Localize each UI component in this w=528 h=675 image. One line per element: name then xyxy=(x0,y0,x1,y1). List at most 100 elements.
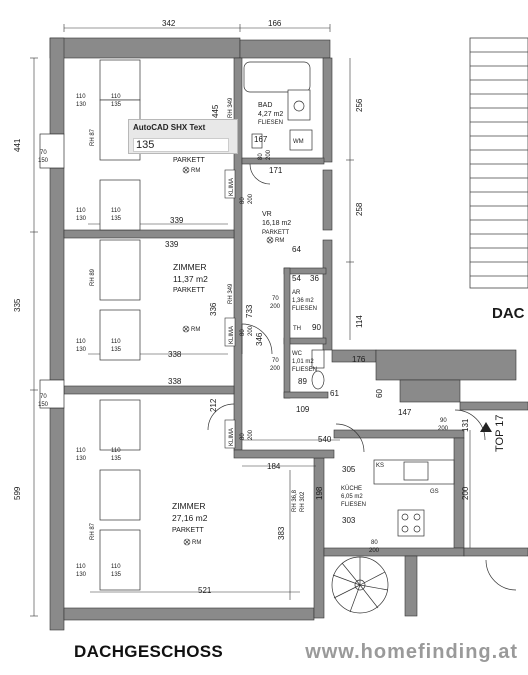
rh-368: RH 36,8 xyxy=(292,489,298,512)
door-200-4: 200 xyxy=(270,366,281,372)
dim-200: 200 xyxy=(461,486,470,500)
win-135-1: 135 xyxy=(111,102,122,108)
room-kueche-name: KÜCHE xyxy=(341,485,362,492)
win-135-3: 135 xyxy=(111,347,122,353)
fixture-ks: KS xyxy=(376,463,384,469)
win-110-3: 110 xyxy=(76,208,86,214)
door-200-6: 200 xyxy=(248,429,254,440)
dim-89: 89 xyxy=(298,377,307,386)
klima-units xyxy=(224,169,236,449)
door-80-4: 80 xyxy=(240,433,246,440)
room-zimmer2-floor: PARKETT xyxy=(173,287,205,294)
dim-64: 64 xyxy=(292,245,301,254)
dim-599: 599 xyxy=(13,486,22,500)
win-150-1: 150 xyxy=(38,158,49,164)
dim-733: 733 xyxy=(245,304,254,318)
win-130-5: 130 xyxy=(76,572,87,578)
dim-36: 36 xyxy=(310,274,319,283)
door-80-2: 80 xyxy=(240,197,246,204)
rh-87-b: RH 87 xyxy=(90,522,96,540)
door-80-5: 80 xyxy=(371,540,378,546)
door-70-2: 70 xyxy=(272,358,279,364)
win-135-5: 135 xyxy=(111,572,122,578)
win-70-2: 70 xyxy=(40,394,47,400)
spiral-stair xyxy=(331,556,389,614)
dim-198: 198 xyxy=(315,486,324,500)
dim-60: 60 xyxy=(375,389,384,398)
dim-167: 167 xyxy=(254,135,268,144)
rh-349-b: RH 349 xyxy=(228,283,234,304)
win-110-5: 110 xyxy=(76,339,86,345)
room-ar-area: 1,36 m2 xyxy=(292,298,314,304)
dim-114: 114 xyxy=(355,315,364,328)
dim-61: 61 xyxy=(330,389,339,398)
label-top: TOP 17 xyxy=(494,414,506,452)
room-zimmer1-floor: PARKETT xyxy=(173,157,205,164)
doors xyxy=(207,163,517,591)
dim-54: 54 xyxy=(292,274,301,283)
tooltip-value: 135 xyxy=(133,138,229,152)
dim-441: 441 xyxy=(13,138,22,152)
klima-label-2: KLIMA xyxy=(229,326,235,344)
win-110-8: 110 xyxy=(111,448,121,454)
dim-338b: 338 xyxy=(168,377,182,386)
tooltip-title: AutoCAD SHX Text xyxy=(133,123,206,132)
win-135-4: 135 xyxy=(111,456,122,462)
rh-302: RH 302 xyxy=(300,491,306,512)
dim-339a: 339 xyxy=(170,216,184,225)
win-110-10: 110 xyxy=(111,564,121,570)
room-zimmer2-area: 11,37 m2 xyxy=(173,274,208,284)
wc-fixture xyxy=(311,349,325,390)
dim-338a: 338 xyxy=(168,350,182,359)
door-200-2: 200 xyxy=(248,193,254,204)
room-zimmer3-floor: PARKETT xyxy=(172,527,204,534)
dim-109: 109 xyxy=(296,405,310,414)
door-80-1: 80 xyxy=(258,153,264,160)
win-130-4: 130 xyxy=(76,456,87,462)
dim-176: 176 xyxy=(352,355,366,364)
klima-label-3: KLIMA xyxy=(229,428,235,446)
floor-name: DACHGESCHOSS xyxy=(74,642,224,661)
room-wc-area: 1,01 m2 xyxy=(292,359,314,365)
dim-131: 131 xyxy=(461,418,470,432)
dim-258: 258 xyxy=(355,202,364,216)
win-130-2: 130 xyxy=(76,216,87,222)
room-zimmer2-name: ZIMMER xyxy=(173,262,207,272)
win-110-1: 110 xyxy=(76,94,86,100)
dim-305: 305 xyxy=(342,465,356,474)
dim-147: 147 xyxy=(398,408,412,417)
room-vr-floor: PARKETT xyxy=(262,230,290,236)
room-bad-area: 4,27 m2 xyxy=(258,111,283,118)
dim-540: 540 xyxy=(318,435,332,444)
win-135-2: 135 xyxy=(111,216,122,222)
win-110-4: 110 xyxy=(111,208,121,214)
room-zimmer3-name: ZIMMER xyxy=(172,501,206,511)
room-bad-name: BAD xyxy=(258,102,272,109)
bath-fixtures xyxy=(243,61,313,151)
room-vr-name: VR xyxy=(262,211,272,218)
room-zimmer3-area: 27,16 m2 xyxy=(172,513,208,523)
win-150-2: 150 xyxy=(38,402,49,408)
fixture-gs: GS xyxy=(430,489,439,495)
room-wc-floor: FLIESEN xyxy=(292,367,317,373)
dim-336: 336 xyxy=(209,302,218,316)
win-110-2: 110 xyxy=(111,94,121,100)
dim-521: 521 xyxy=(198,586,212,595)
dim-339b: 339 xyxy=(165,240,179,249)
dim-303: 303 xyxy=(342,516,356,525)
rh-87-a: RH 87 xyxy=(90,128,96,146)
klima-label-1: KLIMA xyxy=(229,178,235,196)
dim-346: 346 xyxy=(255,332,264,346)
room-ar-floor: FLIESEN xyxy=(292,306,317,312)
room-kueche-floor: FLIESEN xyxy=(341,502,366,508)
rm-label-2: RM xyxy=(275,238,284,244)
win-130-1: 130 xyxy=(76,102,87,108)
roof-stairs-hatch xyxy=(469,37,528,289)
rh-89: RH 89 xyxy=(90,268,96,286)
door-80-3: 80 xyxy=(240,329,246,336)
win-70-1: 70 xyxy=(40,150,47,156)
room-wc-name: WC xyxy=(292,351,303,357)
room-ar-name: AR xyxy=(292,290,301,296)
door-200-5: 200 xyxy=(248,325,254,336)
